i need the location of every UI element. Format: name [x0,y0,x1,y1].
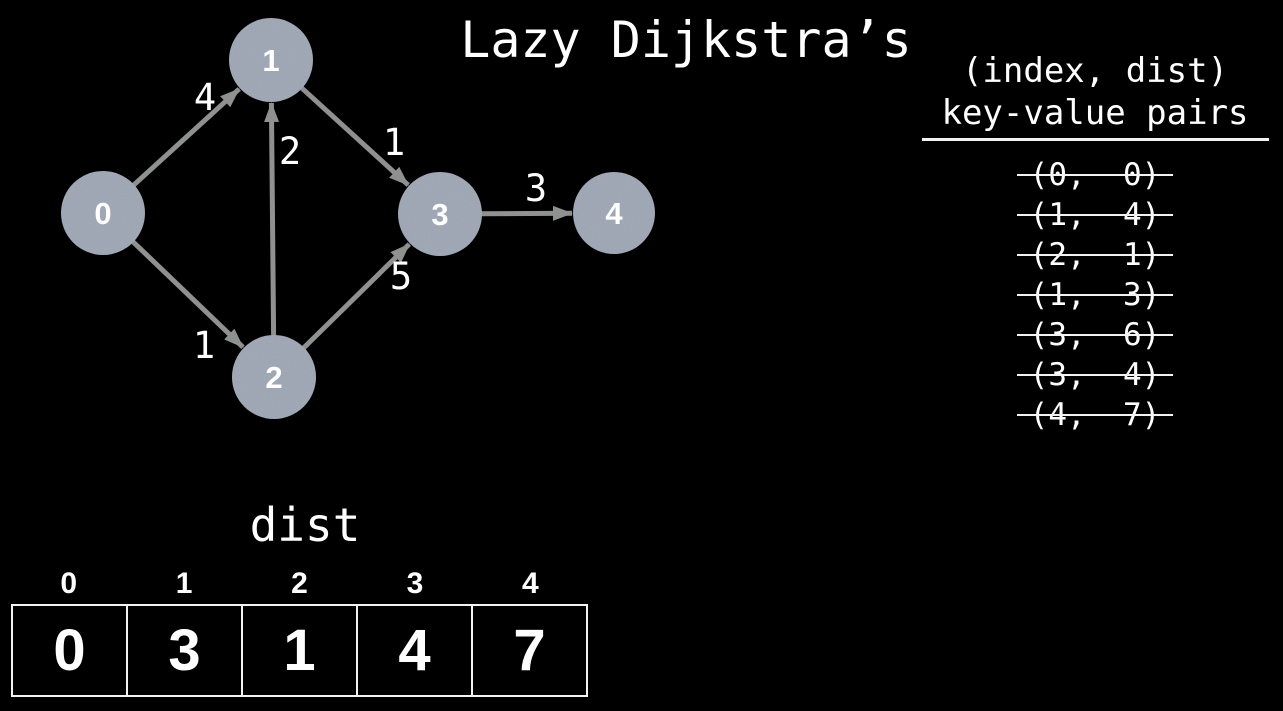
pq-entry-text-crossed-out: (3, 4) [1016,357,1173,393]
pq-entry: (3, 6) [905,315,1283,355]
pq-entry: (3, 4) [905,355,1283,395]
pq-entry: (4, 7) [905,395,1283,435]
pq-entry-text-crossed-out: (4, 7) [1016,397,1173,433]
graph-node-4 [573,172,655,254]
edge-0-2 [130,238,245,350]
pq-entry-text-crossed-out: (0, 0) [1016,157,1173,193]
pq-heading-line1: (index, dist) [961,51,1229,91]
edge-2-1 [264,101,280,338]
dist-index-1: 1 [175,567,193,600]
priority-queue-panel: (index, dist) key-value pairs (0, 0) (1, … [905,50,1283,435]
dist-index-2: 2 [291,567,308,600]
edge-3-4 [479,205,574,221]
edge-0-1 [130,87,241,188]
graph-node-0 [61,171,145,255]
graph-nodes: 0 1 2 3 4 [61,18,655,419]
graph-node-label-1: 1 [262,43,279,78]
edge-weight-2-1: 2 [279,130,301,173]
graph-edges [130,85,574,351]
edge-weight-0-1: 4 [194,76,216,119]
graph-node-1 [229,18,313,102]
dist-index-3: 3 [406,567,424,600]
graph-node-2 [232,335,316,419]
edge-weight-3-4: 3 [525,167,547,210]
pq-heading-line2: key-value pairs [941,93,1249,133]
pq-entry-text-crossed-out: (1, 3) [1016,277,1173,313]
pq-entry-text-crossed-out: (1, 4) [1016,197,1173,233]
dist-index-0: 0 [60,567,78,600]
edge-weight-0-2: 1 [193,324,215,367]
pq-entry: (1, 4) [905,195,1283,235]
edge-weight-2-3: 5 [390,255,412,298]
dist-array-index-row: 0 1 2 3 4 [11,567,588,601]
edge-1-3 [298,85,410,187]
dist-cell-4: 7 [471,606,586,695]
slide-title: Lazy Dijkstra’s [460,11,912,69]
pq-entry-text-crossed-out: (2, 1) [1016,237,1173,273]
graph-node-label-3: 3 [431,197,448,232]
pq-entry: (2, 1) [905,235,1283,275]
graph-node-label-0: 0 [94,196,111,231]
edge-weight-1-3: 1 [383,121,405,164]
edge-2-3 [300,242,412,351]
graph-node-3 [398,172,482,256]
graph-node-label-4: 4 [605,196,623,231]
dist-cell-1: 3 [126,606,241,695]
dist-array-title: dist [249,498,361,552]
pq-entry: (1, 3) [905,275,1283,315]
pq-entry-text-crossed-out: (3, 6) [1016,317,1173,353]
dist-index-4: 4 [521,567,539,600]
dist-cell-2: 1 [241,606,356,695]
pq-heading-underline [921,138,1269,141]
dist-cell-0: 0 [53,618,86,683]
graph-node-label-2: 2 [265,360,282,395]
pq-entry-list: (0, 0) (1, 4) (2, 1) (1, 3) (3, 6) (3, 4) (4, … [905,155,1283,435]
dist-cell-3: 4 [356,606,471,695]
pq-entry: (0, 0) [905,155,1283,195]
